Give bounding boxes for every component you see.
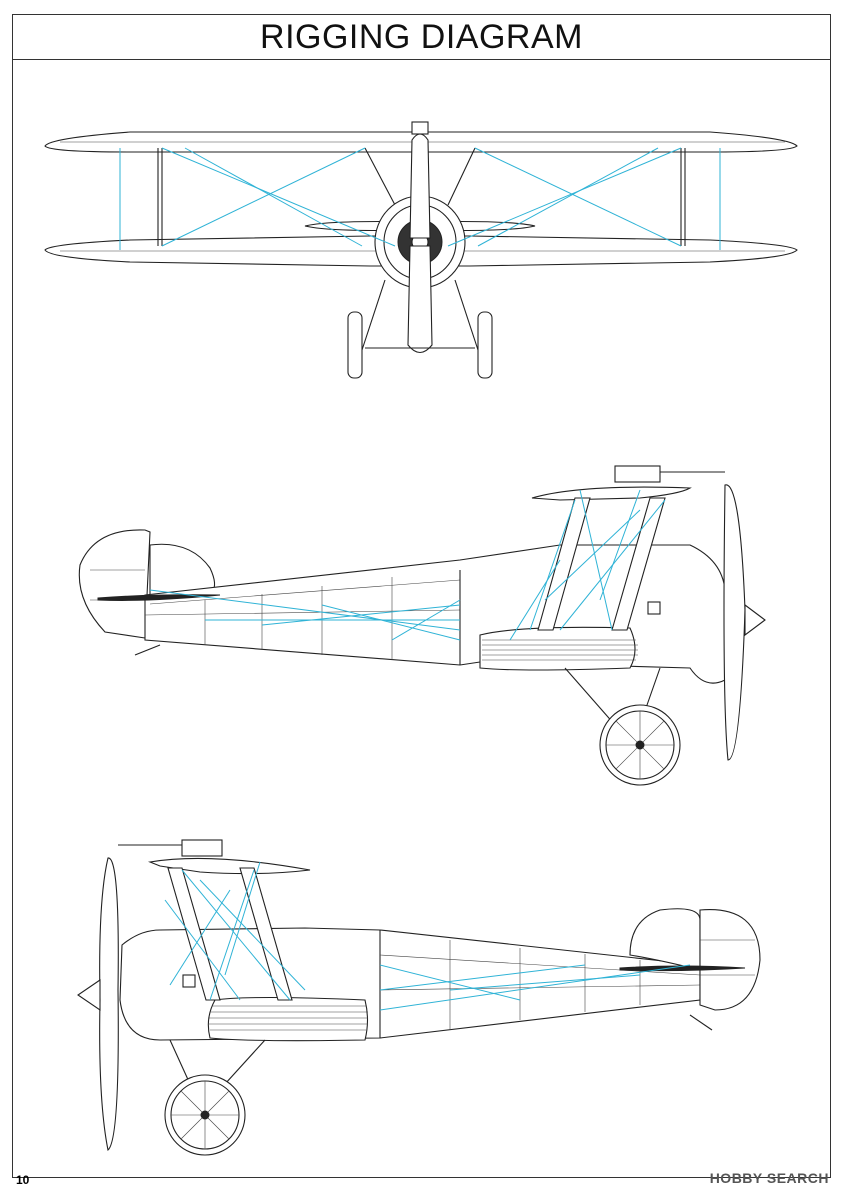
- title-bar: RIGGING DIAGRAM: [13, 15, 830, 60]
- page-title: RIGGING DIAGRAM: [260, 17, 583, 56]
- left-side-view: [77, 839, 761, 1156]
- diagram-frame: RIGGING DIAGRAM: [12, 14, 831, 1178]
- right-side-view: [78, 465, 766, 786]
- page-number: 10: [16, 1173, 30, 1187]
- front-view: [44, 121, 798, 379]
- watermark-logo: HOBBY SEARCH: [709, 1170, 829, 1186]
